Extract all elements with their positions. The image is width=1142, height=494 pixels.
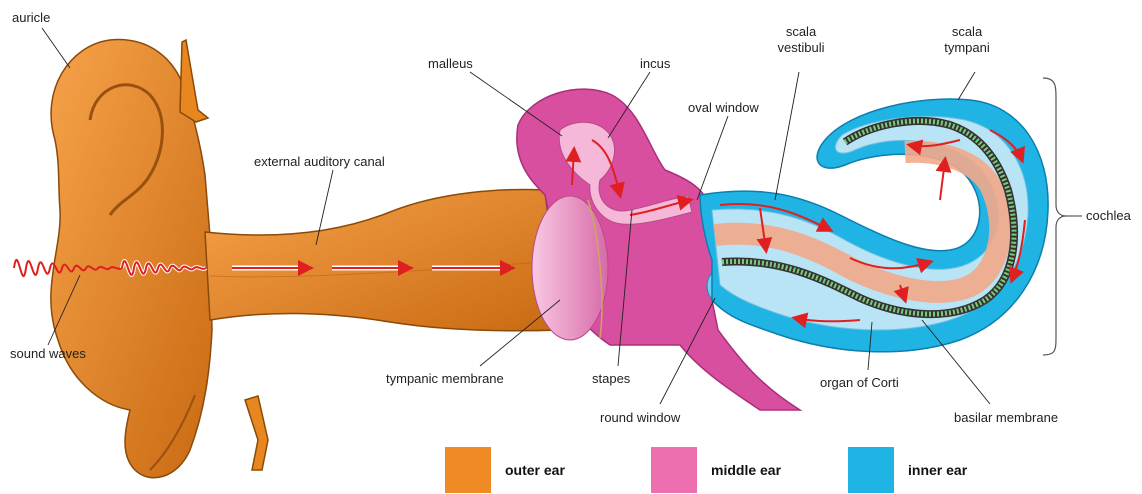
auricle-cut-upper	[180, 40, 208, 122]
label-sound-waves: sound waves	[10, 346, 86, 362]
label-scala-tympani-line1: scala	[952, 24, 982, 40]
label-external-auditory-canal: external auditory canal	[254, 154, 385, 170]
label-incus: incus	[640, 56, 670, 72]
legend-label-outer-ear: outer ear	[505, 462, 565, 478]
label-scala-tympani-line2: tympani	[944, 40, 990, 56]
auditory-canal-shape	[205, 190, 560, 331]
legend-outer-ear: outer ear	[445, 447, 565, 493]
tympanic-membrane-shape	[532, 196, 608, 340]
label-auricle: auricle	[12, 10, 50, 26]
label-oval-window: oval window	[688, 100, 759, 116]
label-tympanic-membrane: tympanic membrane	[386, 371, 504, 387]
legend-inner-ear: inner ear	[848, 447, 967, 493]
legend-swatch-middle-ear	[651, 447, 697, 493]
legend-swatch-outer-ear	[445, 447, 491, 493]
label-scala-vestibuli-line2: vestibuli	[778, 40, 825, 56]
cochlea-shape	[700, 99, 1048, 352]
legend-swatch-inner-ear	[848, 447, 894, 493]
legend-label-middle-ear: middle ear	[711, 462, 781, 478]
auricle-cut-lower	[245, 396, 268, 470]
label-cochlea: cochlea	[1086, 208, 1131, 224]
legend-label-inner-ear: inner ear	[908, 462, 967, 478]
label-round-window: round window	[600, 410, 680, 426]
leader-auricle	[42, 28, 70, 68]
label-stapes: stapes	[592, 371, 630, 387]
label-organ-of-corti: organ of Corti	[820, 375, 899, 391]
leader-scala-tympani	[958, 72, 975, 100]
label-scala-vestibuli-line1: scala	[786, 24, 816, 40]
leader-oval-window	[697, 116, 728, 200]
label-basilar-membrane: basilar membrane	[954, 410, 1058, 426]
legend-middle-ear: middle ear	[651, 447, 781, 493]
leader-scala-vestibuli	[775, 72, 799, 200]
label-malleus: malleus	[428, 56, 473, 72]
